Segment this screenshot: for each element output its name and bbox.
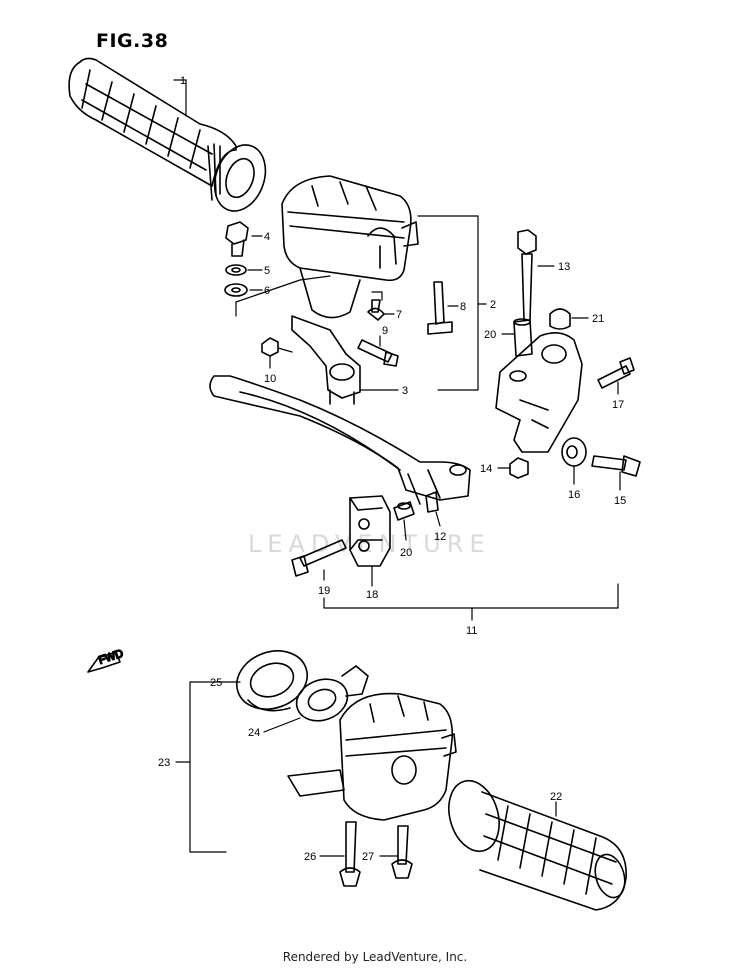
callout-27: 27 — [362, 851, 374, 863]
footer-credit: Rendered by LeadVenture, Inc. — [282, 950, 468, 964]
callout-6: 6 — [264, 285, 270, 297]
washer-5[interactable] — [225, 264, 247, 276]
callout-17: 17 — [612, 399, 624, 411]
callout-5: 5 — [264, 265, 270, 277]
leadventure-watermark: LEADVENTURE — [248, 530, 491, 558]
callout-2: 2 — [490, 299, 496, 311]
left-grip[interactable] — [68, 57, 274, 218]
washer-16[interactable] — [561, 437, 587, 467]
nut-10[interactable] — [261, 337, 279, 357]
callout-20a: 20 — [400, 547, 412, 559]
callout-9: 9 — [382, 325, 388, 337]
callout-24: 24 — [248, 727, 260, 739]
left-switch-housing[interactable] — [281, 175, 419, 319]
bolt-4[interactable] — [225, 221, 249, 257]
screw-27[interactable] — [391, 825, 413, 879]
callout-20b: 20 — [484, 329, 496, 341]
callout-1: 1 — [180, 75, 186, 87]
callout-3: 3 — [402, 385, 408, 397]
callout-13: 13 — [558, 261, 570, 273]
washer-6[interactable] — [224, 283, 248, 297]
throttle-pulley-24[interactable] — [291, 665, 369, 728]
callout-8: 8 — [460, 301, 466, 313]
screw-7[interactable] — [367, 299, 385, 321]
callout-11: 11 — [466, 625, 477, 637]
callout-19: 19 — [318, 585, 330, 597]
bolt-13[interactable] — [517, 229, 537, 321]
callout-16: 16 — [568, 489, 580, 501]
callout-4: 4 — [264, 231, 270, 243]
figure-title: FIG.38 — [96, 30, 169, 52]
brake-lever-11[interactable] — [209, 375, 471, 505]
collar-20b[interactable] — [513, 318, 533, 357]
ring-25[interactable] — [229, 641, 316, 718]
bolt-19[interactable] — [291, 539, 347, 577]
pin-12[interactable] — [425, 491, 439, 513]
master-cylinder-bracket[interactable] — [495, 332, 583, 453]
callout-26: 26 — [304, 851, 316, 863]
fwd-arrow-icon — [87, 651, 121, 673]
callout-18: 18 — [366, 589, 378, 601]
bolt-8[interactable] — [427, 281, 453, 335]
callout-numbers: 1 2 3 4 5 6 7 8 9 10 11 12 13 14 15 16 1… — [158, 75, 626, 863]
choke-lever-3[interactable] — [291, 315, 361, 405]
leader-lines — [173, 79, 621, 857]
callout-7: 7 — [396, 309, 402, 321]
nut-14[interactable] — [509, 457, 529, 479]
cap-21[interactable] — [549, 308, 571, 330]
callout-12: 12 — [434, 531, 446, 543]
bolt-15[interactable] — [591, 455, 641, 477]
callout-25: 25 — [210, 677, 222, 689]
callout-14: 14 — [480, 463, 492, 475]
callout-21: 21 — [592, 313, 604, 325]
collar-20a[interactable] — [393, 501, 415, 521]
clamp-18[interactable] — [349, 495, 391, 567]
screw-9[interactable] — [357, 339, 399, 367]
callout-10: 10 — [264, 373, 276, 385]
screw-17[interactable] — [597, 357, 635, 389]
callout-22: 22 — [550, 791, 562, 803]
screw-26[interactable] — [339, 821, 361, 887]
right-switch-housing[interactable] — [287, 692, 457, 821]
right-grip[interactable] — [441, 775, 630, 911]
callout-23: 23 — [158, 757, 170, 769]
callout-15: 15 — [614, 495, 626, 507]
